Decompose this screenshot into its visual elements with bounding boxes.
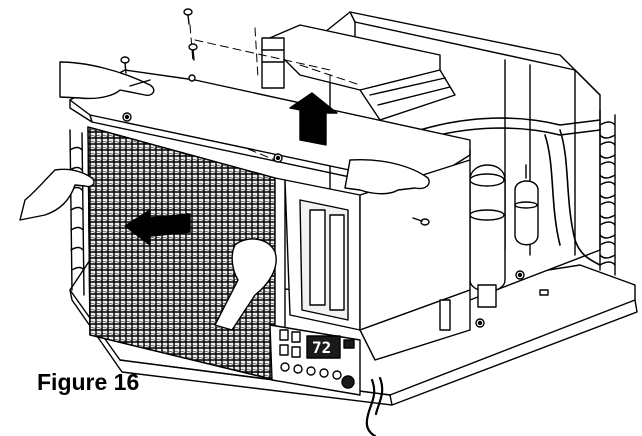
screw-icon [188,43,198,61]
panel-button [279,344,289,356]
top-cover [69,69,471,193]
motor-bracket [261,37,285,89]
evaporator-coil [69,129,85,296]
control-panel: 72 [269,324,361,396]
panel-button [291,331,301,343]
panel-knob [319,368,329,378]
hand-icon [59,61,155,100]
panel-knob [280,362,290,372]
accumulator [514,164,539,246]
screw-icon [515,270,525,280]
condenser-coil [599,109,616,276]
hand-icon [214,238,277,331]
screw-icon [120,56,130,74]
power-button [341,375,355,389]
temperature-display [306,335,341,359]
display-readout: 72 [312,338,331,357]
hand-icon [344,158,430,195]
screw-icon [183,8,193,25]
fan-shroud [261,24,456,121]
power-cord-icon [365,376,384,436]
panel-knob [306,366,316,376]
panel-button [291,346,301,358]
compressor [469,164,506,308]
screw-icon [412,217,430,226]
hand-icon [19,168,95,221]
panel-button [279,329,289,341]
base-slot [539,289,549,296]
control-compartment [284,159,471,361]
panel-knob [293,364,303,374]
panel-knob [332,370,342,380]
screw-icon [475,318,485,328]
up-arrow-icon [289,92,338,146]
figure-caption: Figure 16 [37,369,140,395]
left-arrow-icon [124,209,191,246]
